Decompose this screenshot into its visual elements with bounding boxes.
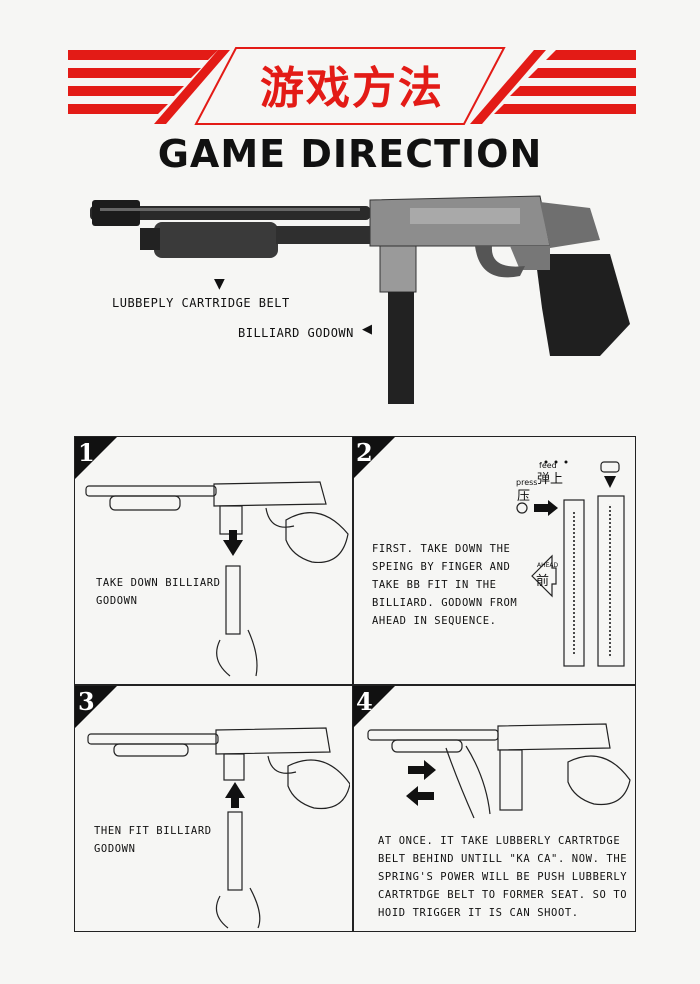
- label-cartridge-belt: LUBBEPLY CARTRIDGE BELT: [112, 296, 290, 310]
- arrow-down-icon: ▼: [214, 276, 225, 292]
- ahead-cn-label: 前: [536, 574, 550, 589]
- step4-text-line1: AT ONCE. IT TAKE LUBBERLY CARTRTDGE: [378, 835, 621, 847]
- step4-illustration: [367, 723, 631, 819]
- gun-illustration: [90, 195, 630, 404]
- step1-illustration: [85, 481, 349, 677]
- step-number-1: 1: [75, 437, 117, 479]
- step4-text-line2: BELT BEHIND UNTILL "KA CA". NOW. THE: [378, 853, 628, 865]
- step-number-2: 2: [353, 437, 395, 479]
- step-number-3: 3: [75, 686, 117, 728]
- step3-illustration: [87, 727, 350, 929]
- step2-diagram: [516, 460, 625, 667]
- step4-text-line5: HOID TRIGGER IT IS CAN SHOOT.: [378, 907, 579, 919]
- step2-text-line3: TAKE BB FIT IN THE: [372, 579, 497, 591]
- page-title: GAME DIRECTION: [157, 132, 543, 176]
- press-cn-label: 压: [517, 489, 531, 504]
- step2-text-line2: SPEING BY FINGER AND: [372, 561, 511, 573]
- feed-label: feed: [539, 461, 557, 470]
- arrow-left-icon: ◀: [362, 322, 372, 337]
- header-banner: [68, 47, 636, 125]
- step2-text-line4: BILLIARD. GODOWN FROM: [372, 597, 518, 609]
- step4-text-line3: SPRING'S POWER WILL BE PUSH LUBBERLY: [378, 871, 628, 883]
- step3-text-line1: THEN FIT BILLIARD: [94, 825, 212, 837]
- chinese-title: 游戏方法: [260, 63, 444, 114]
- step2-text-line5: AHEAD IN SEQUENCE.: [372, 615, 497, 627]
- step2-text-line1: FIRST. TAKE DOWN THE: [372, 543, 511, 555]
- ahead-label: AHEAD: [537, 562, 559, 569]
- grid-divider-horizontal: [74, 684, 636, 686]
- step-number-4: 4: [353, 686, 395, 728]
- step1-text-line2: GODOWN: [96, 595, 138, 607]
- label-billiard-godown: BILLIARD GODOWN: [238, 326, 354, 340]
- feed-cn-label: 弹上: [537, 472, 564, 487]
- step1-text-line1: TAKE DOWN BILLIARD: [96, 577, 221, 589]
- press-label: press: [516, 478, 538, 487]
- step4-text-line4: CARTRTDGE BELT TO FORMER SEAT. SO TO: [378, 889, 628, 901]
- step3-text-line2: GODOWN: [94, 843, 136, 855]
